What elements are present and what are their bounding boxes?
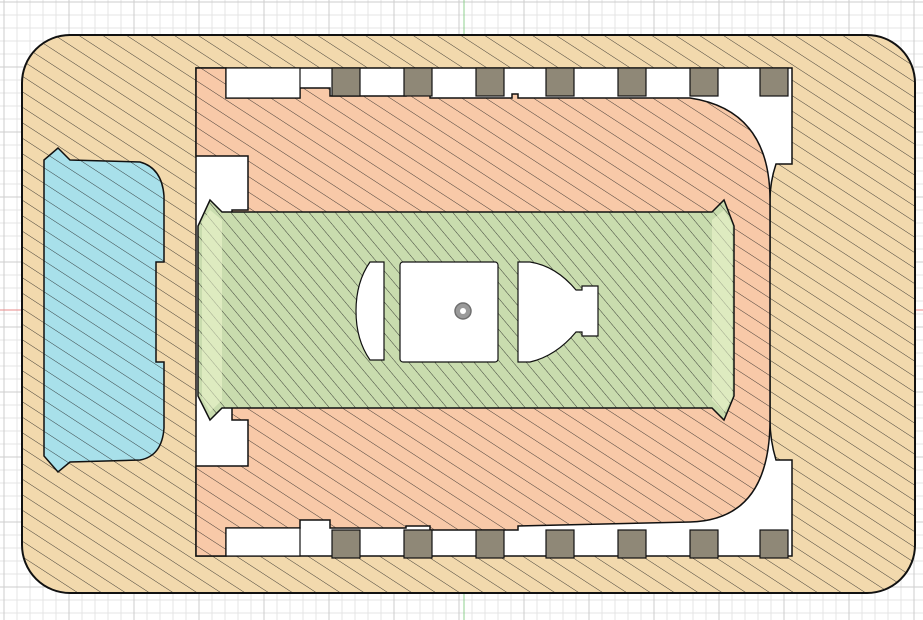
corner-openings <box>225 67 301 557</box>
cutout-square <box>399 261 499 363</box>
peg-top-3 <box>475 67 505 97</box>
peg-top-1 <box>331 67 361 97</box>
grip-section[interactable] <box>43 146 165 474</box>
peg-bottom-5 <box>617 529 647 559</box>
peg-top-5 <box>617 67 647 97</box>
peg-bottom-3 <box>475 529 505 559</box>
peg-top-4 <box>545 67 575 97</box>
peg-bottom-4 <box>545 529 575 559</box>
peg-top-7 <box>759 67 789 97</box>
insert-cutouts <box>355 261 599 363</box>
peg-bottom-2 <box>403 529 433 559</box>
peg-top-2 <box>403 67 433 97</box>
peg-bottom-1 <box>331 529 361 559</box>
peg-row <box>331 67 789 559</box>
cutout-half-round <box>355 261 385 361</box>
peg-bottom-6 <box>689 529 719 559</box>
peg-top-6 <box>689 67 719 97</box>
origin-icon[interactable] <box>454 302 472 320</box>
cutout-bottle <box>517 261 599 363</box>
peg-bottom-7 <box>759 529 789 559</box>
